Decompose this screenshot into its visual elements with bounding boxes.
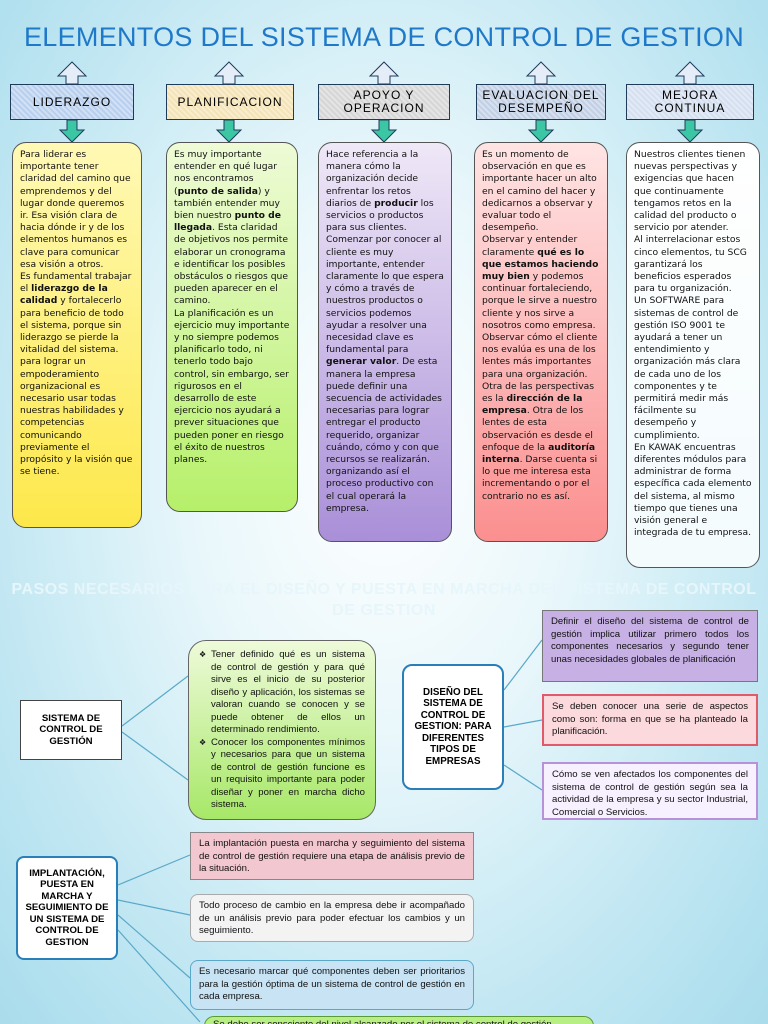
page-title: ELEMENTOS DEL SISTEMA DE CONTROL DE GEST… — [23, 22, 745, 52]
section-subtitle: PASOS NECESARIOS PARA EL DISEÑO Y PUESTA… — [11, 581, 757, 619]
header-apoyo-operacion: APOYO Y OPERACION — [318, 84, 450, 120]
mejora-paragraph-4: En KAWAK encuentras diferentes módulos p… — [634, 441, 752, 539]
mejora-paragraph-1: Nuestros clientes tienen nuevas perspect… — [634, 149, 746, 234]
header-arrows — [57, 61, 705, 143]
arrow-down-icon — [59, 119, 85, 143]
liderazgo-paragraph-2: Es fundamental trabajar el liderazgo de … — [20, 271, 133, 478]
arrow-up-icon — [214, 61, 244, 85]
section2-box-1: La implantación puesta en marcha y segui… — [190, 832, 474, 880]
right-box-1: Definir el diseño del sistema de control… — [542, 610, 758, 682]
header-planificacion: PLANIFICACION — [166, 84, 294, 120]
section2-box-2: Todo proceso de cambio en la empresa deb… — [190, 894, 474, 942]
section2-box-4: Se debe ser consciente del nivel alcanza… — [204, 1016, 594, 1024]
arrow-down-icon — [528, 119, 554, 143]
header-mejora-continua: MEJORA CONTINUA — [626, 84, 754, 120]
arrow-up-icon — [526, 61, 556, 85]
arrow-up-icon — [675, 61, 705, 85]
arrow-down-icon — [677, 119, 703, 143]
header-liderazgo: LIDERAZGO — [10, 84, 134, 120]
planificacion-paragraph-1: Es muy importante entender en qué lugar … — [174, 149, 289, 307]
label-sistema-control-gestion: SISTEMA DE CONTROL DE GESTIÓN — [20, 700, 122, 760]
evaluacion-paragraph-1: Es un momento de observación en que es i… — [482, 149, 597, 234]
column-apoyo-operacion: Hace referencia a la manera cómo la orga… — [318, 142, 452, 542]
liderazgo-paragraph-1: Para liderar es importante tener clarida… — [20, 149, 131, 270]
apoyo-paragraph-2: Comenzar por conocer al cliente es muy i… — [326, 234, 444, 514]
header-evaluacion-desempeno: EVALUACION DEL DESEMPEÑO — [476, 84, 606, 120]
bullets-box: Tener definido qué es un sistema de cont… — [188, 640, 376, 820]
column-liderazgo: Para liderar es importante tener clarida… — [12, 142, 142, 528]
arrow-down-icon — [216, 119, 242, 143]
bullet-item: Conocer los componentes mínimos y necesa… — [199, 737, 365, 812]
apoyo-paragraph-1: Hace referencia a la manera cómo la orga… — [326, 149, 434, 234]
mejora-paragraph-3: Un SOFTWARE para sistemas de control de … — [634, 295, 741, 441]
planificacion-paragraph-2: La planificación es un ejercicio muy imp… — [174, 307, 290, 466]
arrow-up-icon — [57, 61, 87, 85]
section2-box-3: Es necesario marcar qué componentes debe… — [190, 960, 474, 1010]
column-mejora-continua: Nuestros clientes tienen nuevas perspect… — [626, 142, 760, 568]
bullet-item: Tener definido qué es un sistema de cont… — [199, 649, 365, 737]
right-box-2: Se deben conocer una serie de aspectos c… — [542, 694, 758, 746]
column-evaluacion: Es un momento de observación en que es i… — [474, 142, 608, 542]
right-box-3: Cómo se ven afectados los componentes de… — [542, 762, 758, 820]
arrow-up-icon — [369, 61, 399, 85]
label-implantacion: IMPLANTACIÓN, PUESTA EN MARCHA Y SEGUIMI… — [16, 856, 118, 960]
evaluacion-paragraph-3: Observar cómo el cliente nos evalúa es u… — [482, 332, 598, 502]
mejora-paragraph-2: Al interrelacionar estos cinco elementos… — [634, 234, 747, 295]
label-diseno-sistema: DISEÑO DEL SISTEMA DE CONTROL DE GESTION… — [402, 664, 504, 790]
evaluacion-paragraph-2: Observar y entender claramente qué es lo… — [482, 234, 599, 331]
column-planificacion: Es muy importante entender en qué lugar … — [166, 142, 298, 512]
arrow-down-icon — [371, 119, 397, 143]
